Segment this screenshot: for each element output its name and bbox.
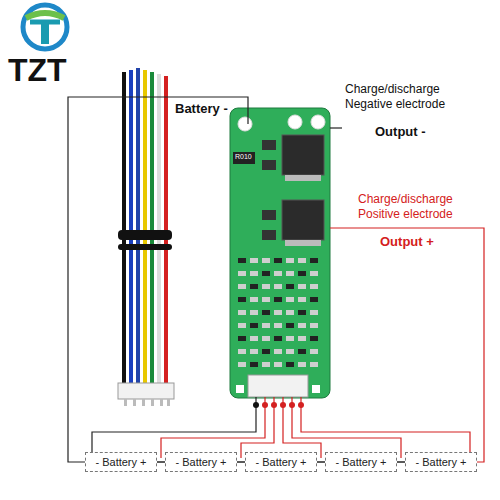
callout-label: Charge/discharge Positive electrode — [358, 192, 488, 222]
smd-part — [298, 349, 306, 354]
smd-part — [298, 284, 306, 289]
smd-part — [286, 297, 294, 302]
series-link — [397, 461, 405, 463]
smd-part — [298, 258, 306, 263]
callout-label: Output - — [375, 124, 426, 140]
smd-part — [262, 284, 270, 289]
smd-part — [250, 297, 258, 302]
smd-part — [298, 310, 306, 315]
smd-part — [286, 323, 294, 328]
callout-label: Charge/discharge Negative electrode — [345, 82, 470, 112]
smd-part — [274, 310, 282, 315]
smd-part — [310, 336, 318, 341]
smd-part — [262, 323, 270, 328]
cell-label: - Battery + — [335, 456, 386, 468]
smd-part — [238, 310, 246, 315]
smd-part — [274, 271, 282, 276]
smd-part — [262, 336, 270, 341]
series-link — [237, 461, 245, 463]
smd-part — [274, 362, 282, 367]
smd-part — [262, 349, 270, 354]
brand-logo-text: TZT — [8, 50, 67, 90]
smd-part — [310, 362, 318, 367]
smd-part — [286, 349, 294, 354]
smd-part — [250, 284, 258, 289]
smd-part — [250, 271, 258, 276]
smd-part — [310, 323, 318, 328]
smd-part — [310, 258, 318, 263]
smd-part — [274, 349, 282, 354]
smd-part — [298, 336, 306, 341]
cell-label: - Battery + — [175, 456, 226, 468]
smd-part — [310, 271, 318, 276]
smd-part — [286, 271, 294, 276]
smd-part — [310, 349, 318, 354]
series-link — [317, 461, 325, 463]
series-link — [157, 461, 165, 463]
smd-part — [238, 323, 246, 328]
smd-part — [250, 310, 258, 315]
smd-part — [286, 310, 294, 315]
callout-label: Battery - — [175, 101, 228, 117]
smd-part — [274, 336, 282, 341]
logo-mark — [23, 5, 67, 49]
smd-part — [262, 310, 270, 315]
smd-part — [286, 284, 294, 289]
smd-part — [262, 297, 270, 302]
cell-label: - Battery + — [95, 456, 146, 468]
smd-part — [298, 362, 306, 367]
smd-part — [298, 297, 306, 302]
smd-part — [238, 284, 246, 289]
callout-label: Output + — [380, 234, 434, 250]
wires — [68, 97, 484, 462]
smd-part — [310, 310, 318, 315]
smd-part — [262, 362, 270, 367]
smd-part — [250, 336, 258, 341]
battery-cell: - Battery + — [85, 452, 157, 472]
smd-part — [274, 284, 282, 289]
bms-board — [230, 108, 330, 398]
battery-cell: - Battery + — [325, 452, 397, 472]
smd-part — [250, 349, 258, 354]
smd-part — [286, 258, 294, 263]
smd-part — [238, 336, 246, 341]
cell-label: - Battery + — [255, 456, 306, 468]
smd-part — [238, 349, 246, 354]
smd-part — [238, 271, 246, 276]
smd-part — [298, 271, 306, 276]
smd-part — [262, 271, 270, 276]
smd-part — [310, 284, 318, 289]
smd-part — [286, 362, 294, 367]
smd-part — [238, 258, 246, 263]
callout-label: R010 — [235, 153, 252, 162]
smd-part — [238, 362, 246, 367]
smd-part — [274, 258, 282, 263]
smd-part — [274, 297, 282, 302]
smd-part — [298, 323, 306, 328]
smd-part — [238, 297, 246, 302]
smd-part — [286, 336, 294, 341]
smd-part — [274, 323, 282, 328]
battery-cell: - Battery + — [405, 452, 477, 472]
smd-components — [238, 258, 318, 367]
smd-part — [310, 297, 318, 302]
smd-part — [250, 362, 258, 367]
battery-cell: - Battery + — [165, 452, 237, 472]
smd-part — [250, 258, 258, 263]
smd-part — [262, 258, 270, 263]
cell-label: - Battery + — [415, 456, 466, 468]
smd-part — [250, 323, 258, 328]
battery-cell: - Battery + — [245, 452, 317, 472]
cable-bundle — [118, 68, 174, 406]
